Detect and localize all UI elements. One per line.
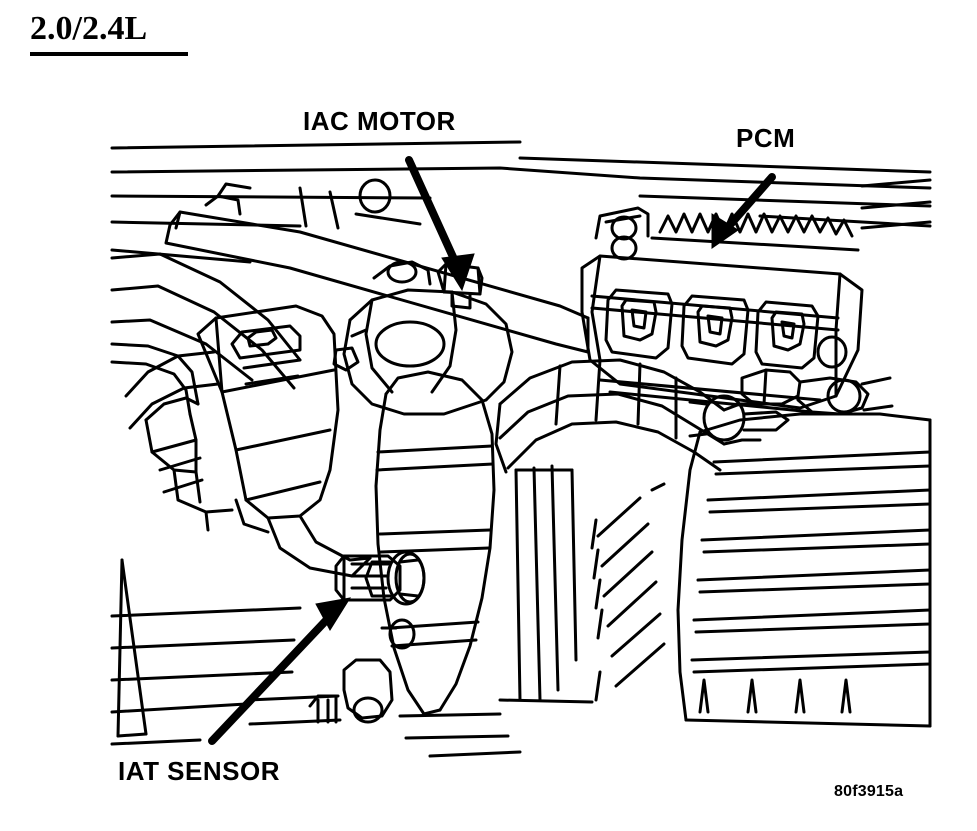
cowl-panel-lines [110,140,932,264]
figure-id: 80f3915a [834,783,904,800]
air-intake-tube-vertical [364,370,496,716]
iac-motor-leader [405,156,475,292]
page-title-underline [30,52,188,56]
throttle-body-intake-elbow [332,260,514,416]
iat-sensor-component [334,552,426,604]
cover-tick-marks [698,678,852,714]
callout-label-iac-motor: IAC MOTOR [303,106,456,136]
lower-left-base-lines [110,606,302,746]
iat-sensor-leader [208,597,352,745]
engine-shadow-hatching [590,482,666,702]
wire-bundle-left [110,342,270,534]
pcm-leader [711,173,776,249]
lower-center-bracket [246,658,394,726]
right-ribbed-cover [676,412,932,728]
page-title: 2.0/2.4L [30,10,148,47]
vertical-support-posts [498,464,594,704]
lower-mid-floor-lines [398,712,522,758]
callout-label-pcm: PCM [736,123,796,153]
callout-label-iat-sensor: IAT SENSOR [118,756,280,786]
strut-brace-bar [164,178,590,354]
left-box-component [196,304,372,578]
callout-leaders [208,156,776,745]
lower-left-wedge [116,558,148,738]
right-fitting-rod [740,368,894,416]
pcm-module [580,206,864,442]
intake-bellows-hose [494,358,762,474]
